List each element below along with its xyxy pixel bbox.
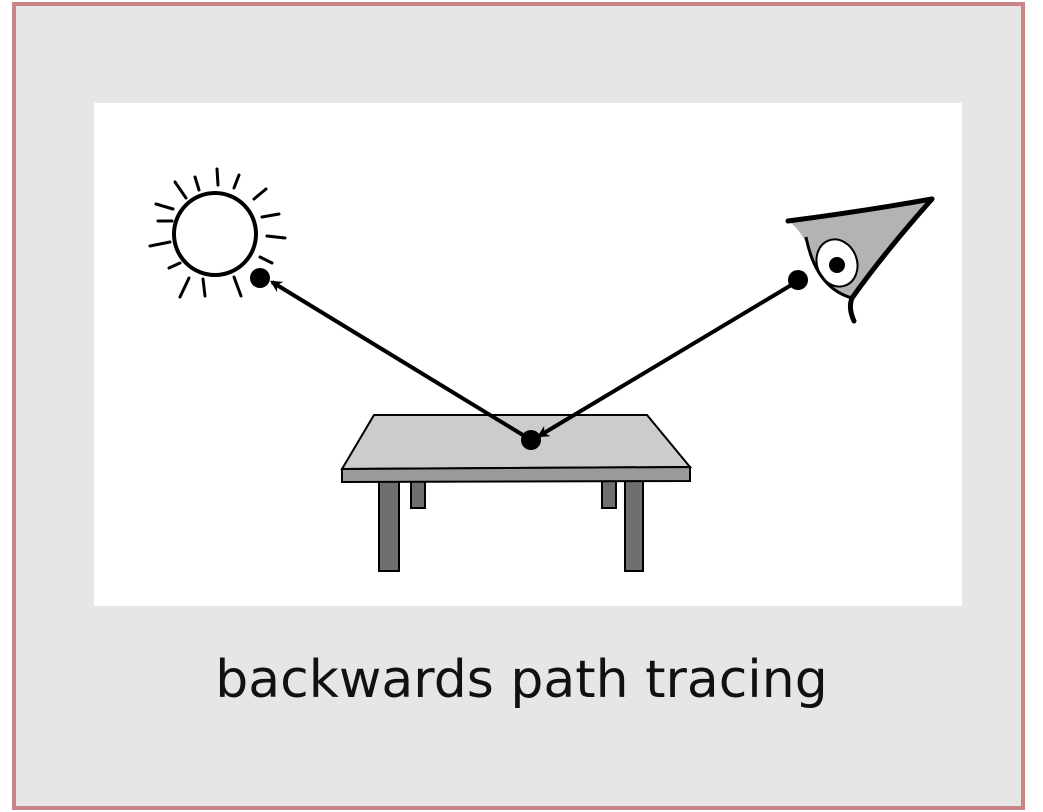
- diagram-svg: [94, 103, 962, 606]
- ray-eye-to-table: [539, 270, 808, 436]
- table-icon: [342, 415, 690, 571]
- sun-hit-point: [250, 268, 270, 288]
- caption: backwards path tracing: [0, 640, 1043, 720]
- table-bounce-point: [521, 430, 541, 450]
- eye-ray-origin-point: [788, 270, 808, 290]
- path-tracing-illustration: [94, 103, 962, 606]
- eye-icon: [788, 199, 932, 321]
